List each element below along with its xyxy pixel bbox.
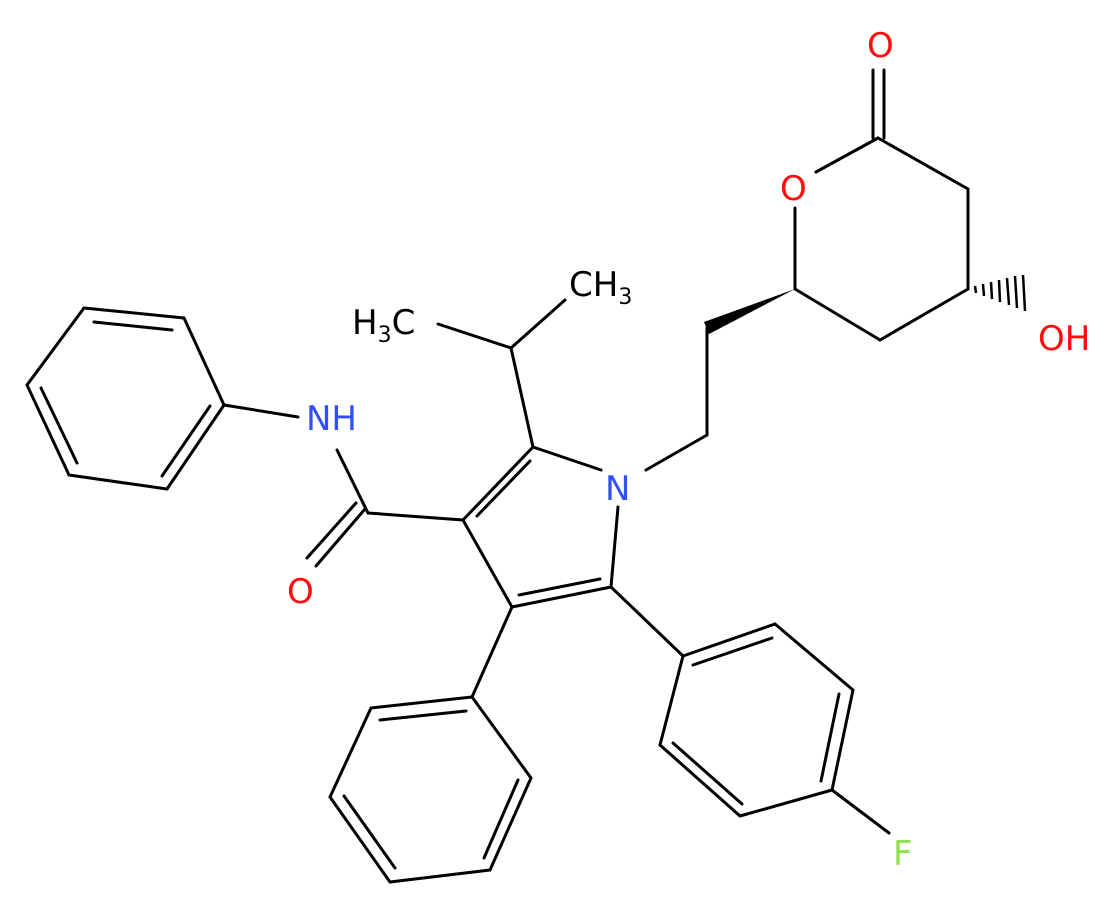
bond <box>369 695 474 710</box>
bond <box>378 709 468 722</box>
bond <box>509 298 567 350</box>
isopropyl-group <box>436 298 567 449</box>
bond <box>609 585 685 658</box>
bond <box>644 433 709 472</box>
bond <box>793 287 882 342</box>
bond <box>830 688 855 792</box>
bond <box>39 386 79 465</box>
bond <box>388 868 492 884</box>
bond <box>328 706 373 799</box>
bond <box>436 322 513 350</box>
n-phenyl-ring <box>25 306 226 491</box>
bond <box>314 507 367 568</box>
bond <box>182 316 226 407</box>
bond <box>461 445 535 522</box>
hydroxyl-label: OH <box>1038 319 1090 359</box>
bond <box>165 403 226 491</box>
bond <box>681 622 777 658</box>
bond <box>517 577 602 597</box>
lactone-ring <box>704 68 1027 342</box>
fluorine-label: F <box>893 834 913 874</box>
atom-labels: O O OH CH3 H3C NH N O F <box>287 26 1090 874</box>
bond <box>658 654 685 747</box>
ethyl-linker <box>644 326 709 472</box>
bond <box>510 585 613 609</box>
bond <box>160 404 212 478</box>
bond <box>25 383 71 477</box>
methyl-right-label: CH3 <box>569 265 632 310</box>
carboxamide-group <box>222 403 465 568</box>
bond <box>876 136 970 191</box>
bond <box>488 776 533 872</box>
ring-oxygen-label: O <box>780 169 807 209</box>
bond <box>671 741 744 806</box>
bond <box>461 518 514 609</box>
bond <box>814 136 880 174</box>
bond <box>366 511 465 522</box>
bond <box>658 743 742 818</box>
bond <box>531 445 603 472</box>
bond <box>67 473 169 491</box>
bond <box>82 306 186 320</box>
bond <box>25 306 86 387</box>
bond <box>878 287 970 342</box>
hashed-wedge-bond <box>973 274 1027 312</box>
amide-nh-label: NH <box>306 399 357 439</box>
c4-phenyl-ring <box>328 605 533 884</box>
carbonyl-oxygen-label: O <box>867 26 894 66</box>
bond <box>222 403 300 419</box>
bond <box>335 448 370 515</box>
bond <box>609 505 620 589</box>
bond <box>342 794 397 870</box>
pyrrole-nitrogen-label: N <box>605 469 630 509</box>
bond <box>509 346 535 449</box>
wedge-bond <box>704 289 795 334</box>
bond <box>470 605 514 699</box>
bond <box>738 788 834 818</box>
pyrrole-ring <box>461 445 620 609</box>
bond <box>691 636 774 667</box>
methyl-left-label: H3C <box>352 303 415 348</box>
bond <box>305 501 358 560</box>
bond <box>475 459 532 518</box>
amide-oxygen-label: O <box>287 572 314 612</box>
bond <box>819 692 841 783</box>
bond <box>830 788 891 835</box>
fluorophenyl-ring <box>609 585 891 835</box>
bond <box>482 778 520 860</box>
bond <box>328 795 392 884</box>
bond <box>470 695 533 780</box>
bond <box>773 622 855 692</box>
bond <box>92 320 174 332</box>
